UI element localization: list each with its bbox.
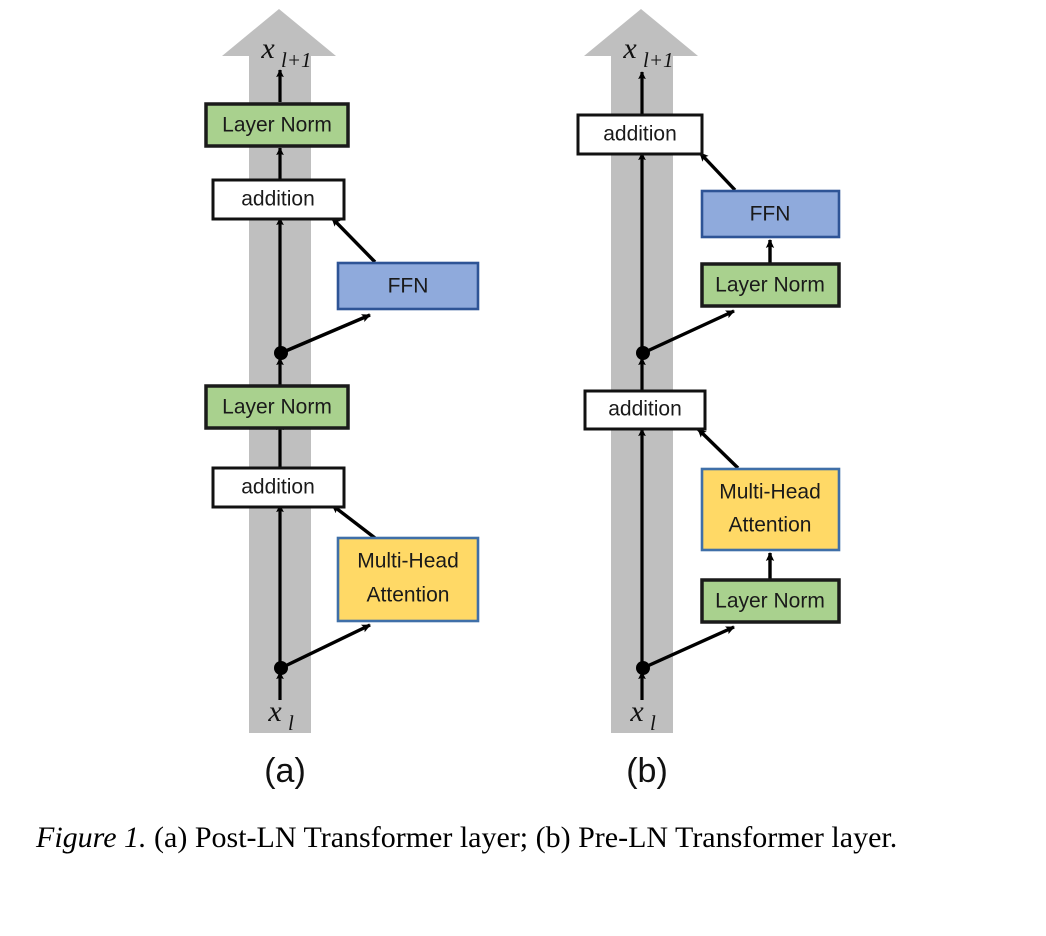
block-a-layer-norm-top[interactable]: Layer Norm — [204, 102, 350, 148]
block-b-addition-bottom[interactable]: addition — [583, 389, 707, 431]
block-label-line1: Multi-Head — [357, 550, 459, 573]
figure-number: Figure 1. — [36, 821, 147, 854]
arrow-a-split-to-ffn — [280, 313, 371, 355]
input-label-b: x l — [629, 695, 656, 735]
block-label-line2: Attention — [367, 584, 450, 607]
input-subscript-a: l — [288, 711, 294, 735]
input-symbol-b: x — [629, 695, 644, 728]
block-label: addition — [241, 188, 315, 211]
block-b-addition-top[interactable]: addition — [576, 113, 704, 156]
block-label: Layer Norm — [222, 114, 332, 137]
block-label: addition — [241, 476, 315, 499]
junction-dot-b-upper — [636, 346, 650, 360]
junction-dot-a-lower — [274, 661, 288, 675]
figure-caption-text: (a) Post-LN Transformer layer; (b) Pre-L… — [146, 821, 898, 854]
block-label-line2: Attention — [729, 514, 812, 537]
output-symbol-a: x — [260, 32, 275, 65]
junction-dot-b-lower — [636, 661, 650, 675]
figure-caption: Figure 1. (a) Post-LN Transformer layer;… — [36, 818, 1016, 858]
arrow-a-ffn-to-addition — [330, 216, 377, 264]
block-label: addition — [608, 398, 682, 421]
block-a-layer-norm-bottom[interactable]: Layer Norm — [204, 384, 350, 430]
arrow-b-split-upper-to-layer-norm-upper — [642, 309, 735, 355]
junction-dot-a-upper — [274, 346, 288, 360]
arrow-a-split-to-attention — [280, 623, 371, 670]
arrow-b-split-lower-to-layer-norm-lower — [642, 625, 735, 670]
block-a-addition-bottom[interactable]: addition — [211, 466, 346, 509]
block-a-attention[interactable]: Multi-Head Attention — [336, 536, 480, 623]
block-b-attention[interactable]: Multi-Head Attention — [700, 467, 841, 552]
panel-b: x l+1 x l — [576, 9, 841, 790]
output-label-a: x l+1 — [260, 32, 311, 72]
arrow-b-attention-to-addition — [696, 427, 740, 470]
panel-a-label: (a) — [264, 752, 306, 790]
input-symbol-a: x — [267, 695, 282, 728]
output-subscript-a: l+1 — [281, 48, 312, 72]
panel-b-label: (b) — [626, 752, 668, 790]
block-b-ffn[interactable]: FFN — [700, 189, 841, 239]
block-label: Layer Norm — [715, 590, 825, 613]
arrow-a-attention-to-addition — [330, 503, 377, 540]
block-label: FFN — [750, 203, 791, 226]
output-symbol-b: x — [622, 32, 637, 65]
block-a-addition-top[interactable]: addition — [211, 178, 346, 221]
output-subscript-b: l+1 — [643, 48, 674, 72]
arrow-b-ffn-to-addition — [698, 151, 737, 192]
transformer-diagram: x l+1 x l — [204, 9, 841, 790]
block-a-ffn[interactable]: FFN — [336, 261, 480, 311]
block-label-line1: Multi-Head — [719, 481, 821, 504]
panel-a: x l+1 x l — [204, 9, 480, 790]
output-label-b: x l+1 — [622, 32, 673, 72]
input-label-a: x l — [267, 695, 294, 735]
block-label: Layer Norm — [222, 396, 332, 419]
block-label: FFN — [388, 275, 429, 298]
block-label: addition — [603, 123, 677, 146]
block-label: Layer Norm — [715, 274, 825, 297]
block-b-layer-norm-upper[interactable]: Layer Norm — [700, 262, 841, 308]
block-b-layer-norm-lower[interactable]: Layer Norm — [700, 578, 841, 624]
input-subscript-b: l — [650, 711, 656, 735]
